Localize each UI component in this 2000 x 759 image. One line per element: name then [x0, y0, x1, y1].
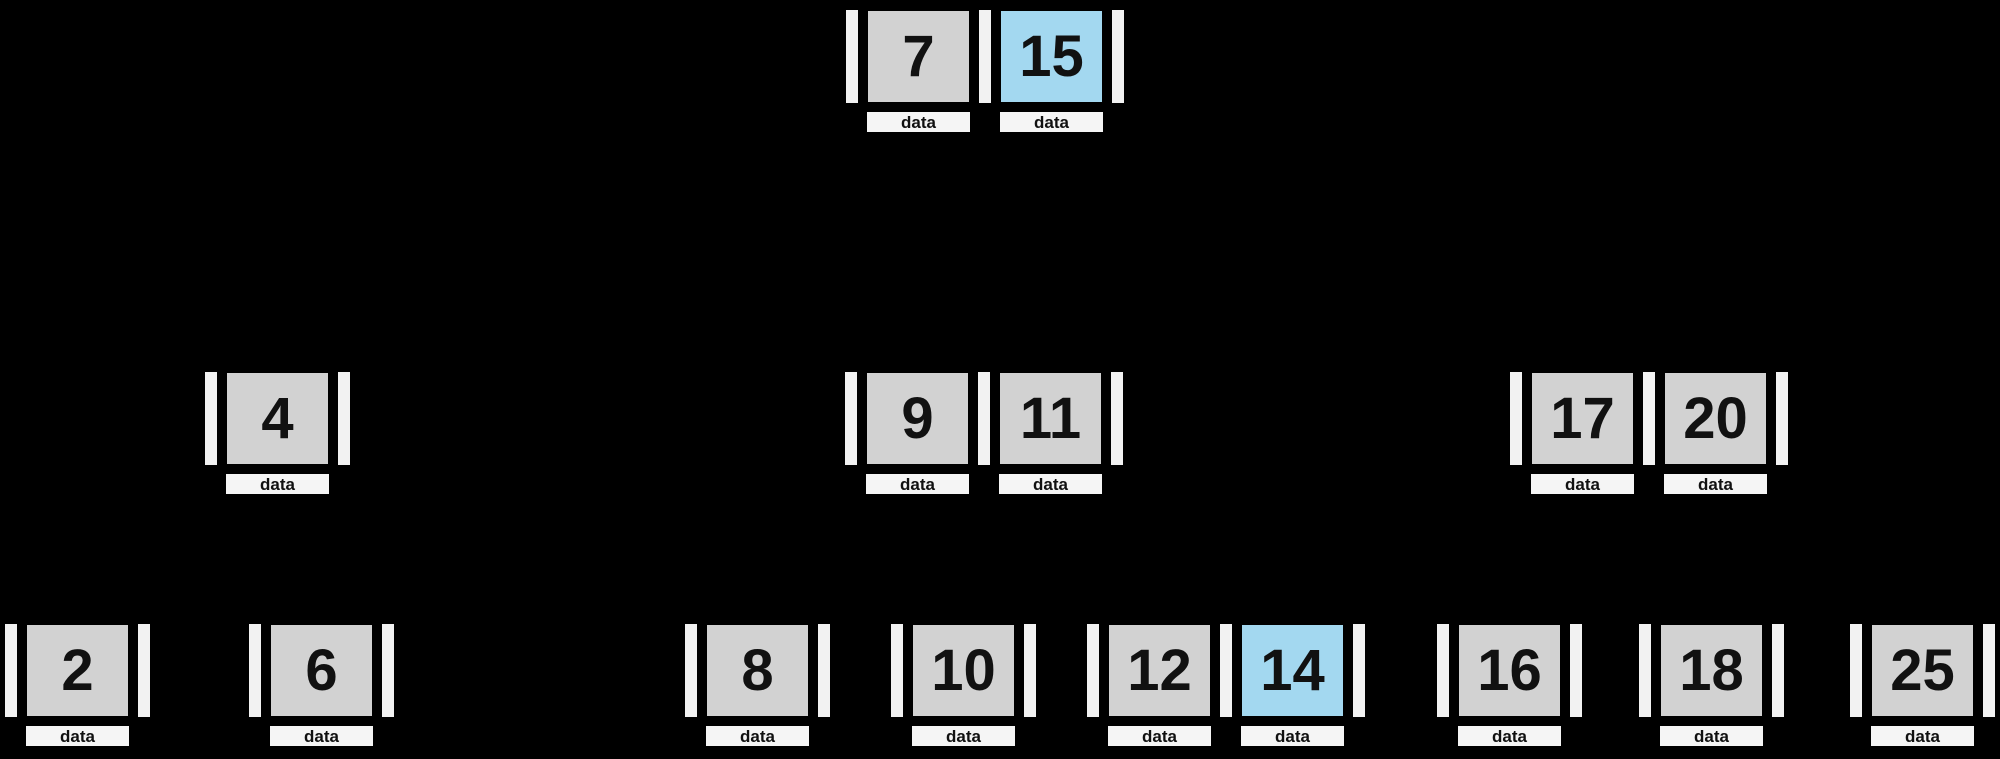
key-cell: 10	[910, 622, 1017, 719]
tree-node-leaves-3: 10 data	[889, 622, 1038, 748]
key-cell: 8	[704, 622, 811, 719]
pointer-slot	[816, 622, 832, 719]
node-cells-row: 4	[203, 370, 352, 467]
pointer-slot	[136, 622, 152, 719]
data-pointer-box: data	[1529, 472, 1636, 496]
node-data-row: data	[704, 724, 832, 748]
tree-node-leaves-1: 6 data	[247, 622, 396, 748]
data-pointer-box: data	[1106, 724, 1213, 748]
pointer-slot	[1351, 622, 1367, 719]
node-data-row: data	[24, 724, 152, 748]
key-cell-highlighted: 14	[1239, 622, 1346, 719]
pointer-slot	[203, 370, 219, 467]
data-pointer-box: data	[1662, 472, 1769, 496]
data-pointer-box: data	[1658, 724, 1765, 748]
tree-node-leaves-6: 18 data	[1637, 622, 1786, 748]
data-pointer-box: data	[704, 724, 811, 748]
key-cell: 6	[268, 622, 375, 719]
data-pointer-box: data	[24, 724, 131, 748]
pointer-slot	[844, 8, 860, 105]
tree-node-leaves-5: 16 data	[1435, 622, 1584, 748]
data-pointer-box: data	[997, 472, 1104, 496]
data-pointer-box: data	[224, 472, 331, 496]
key-cell: 25	[1869, 622, 1976, 719]
node-data-row: data data	[1529, 472, 1790, 496]
pointer-slot	[1110, 8, 1126, 105]
data-pointer-box: data	[865, 110, 972, 134]
node-cells-row: 9 11	[843, 370, 1125, 467]
pointer-slot	[1508, 370, 1524, 467]
node-data-row: data	[268, 724, 396, 748]
node-cells-row: 16	[1435, 622, 1584, 719]
pointer-slot	[1981, 622, 1997, 719]
node-cells-row: 10	[889, 622, 1038, 719]
pointer-slot	[1085, 622, 1101, 719]
pointer-slot	[843, 370, 859, 467]
key-cell: 9	[864, 370, 971, 467]
node-cells-row: 8	[683, 622, 832, 719]
node-cells-row: 25	[1848, 622, 1997, 719]
pointer-slot	[976, 370, 992, 467]
data-pointer-box: data	[268, 724, 375, 748]
node-cells-row: 2	[3, 622, 152, 719]
pointer-slot	[1848, 622, 1864, 719]
key-cell: 18	[1658, 622, 1765, 719]
node-data-row: data data	[865, 110, 1126, 134]
data-pointer-box: data	[864, 472, 971, 496]
pointer-slot	[247, 622, 263, 719]
node-cells-row: 7 15	[844, 8, 1126, 105]
pointer-slot	[889, 622, 905, 719]
data-pointer-box: data	[910, 724, 1017, 748]
data-pointer-box: data	[998, 110, 1105, 134]
pointer-slot	[1109, 370, 1125, 467]
pointer-slot	[336, 370, 352, 467]
key-cell: 7	[865, 8, 972, 105]
tree-node-internal-1: 9 11 data data	[843, 370, 1125, 496]
pointer-slot	[977, 8, 993, 105]
key-cell: 2	[24, 622, 131, 719]
key-cell: 16	[1456, 622, 1563, 719]
node-cells-row: 12 14	[1085, 622, 1367, 719]
data-pointer-box: data	[1456, 724, 1563, 748]
key-cell-highlighted: 15	[998, 8, 1105, 105]
data-pointer-box: data	[1869, 724, 1976, 748]
key-cell: 11	[997, 370, 1104, 467]
pointer-slot	[1770, 622, 1786, 719]
node-data-row: data data	[864, 472, 1125, 496]
node-cells-row: 6	[247, 622, 396, 719]
tree-node-leaves-4: 12 14 data data	[1085, 622, 1367, 748]
pointer-slot	[3, 622, 19, 719]
node-data-row: data	[1456, 724, 1584, 748]
key-cell: 4	[224, 370, 331, 467]
node-data-row: data	[910, 724, 1038, 748]
tree-node-leaves-7: 25 data	[1848, 622, 1997, 748]
tree-node-internal-0: 4 data	[203, 370, 352, 496]
key-cell: 20	[1662, 370, 1769, 467]
pointer-slot	[1568, 622, 1584, 719]
pointer-slot	[683, 622, 699, 719]
node-data-row: data	[1658, 724, 1786, 748]
key-cell: 17	[1529, 370, 1636, 467]
key-cell: 12	[1106, 622, 1213, 719]
pointer-slot	[1774, 370, 1790, 467]
node-data-row: data	[224, 472, 352, 496]
node-cells-row: 18	[1637, 622, 1786, 719]
tree-node-leaves-2: 8 data	[683, 622, 832, 748]
tree-node-leaves-0: 2 data	[3, 622, 152, 748]
pointer-slot	[1218, 622, 1234, 719]
pointer-slot	[1435, 622, 1451, 719]
pointer-slot	[1637, 622, 1653, 719]
data-pointer-box: data	[1239, 724, 1346, 748]
node-data-row: data data	[1106, 724, 1367, 748]
pointer-slot	[380, 622, 396, 719]
tree-node-root-0: 7 15 data data	[844, 8, 1126, 134]
node-data-row: data	[1869, 724, 1997, 748]
pointer-slot	[1022, 622, 1038, 719]
pointer-slot	[1641, 370, 1657, 467]
